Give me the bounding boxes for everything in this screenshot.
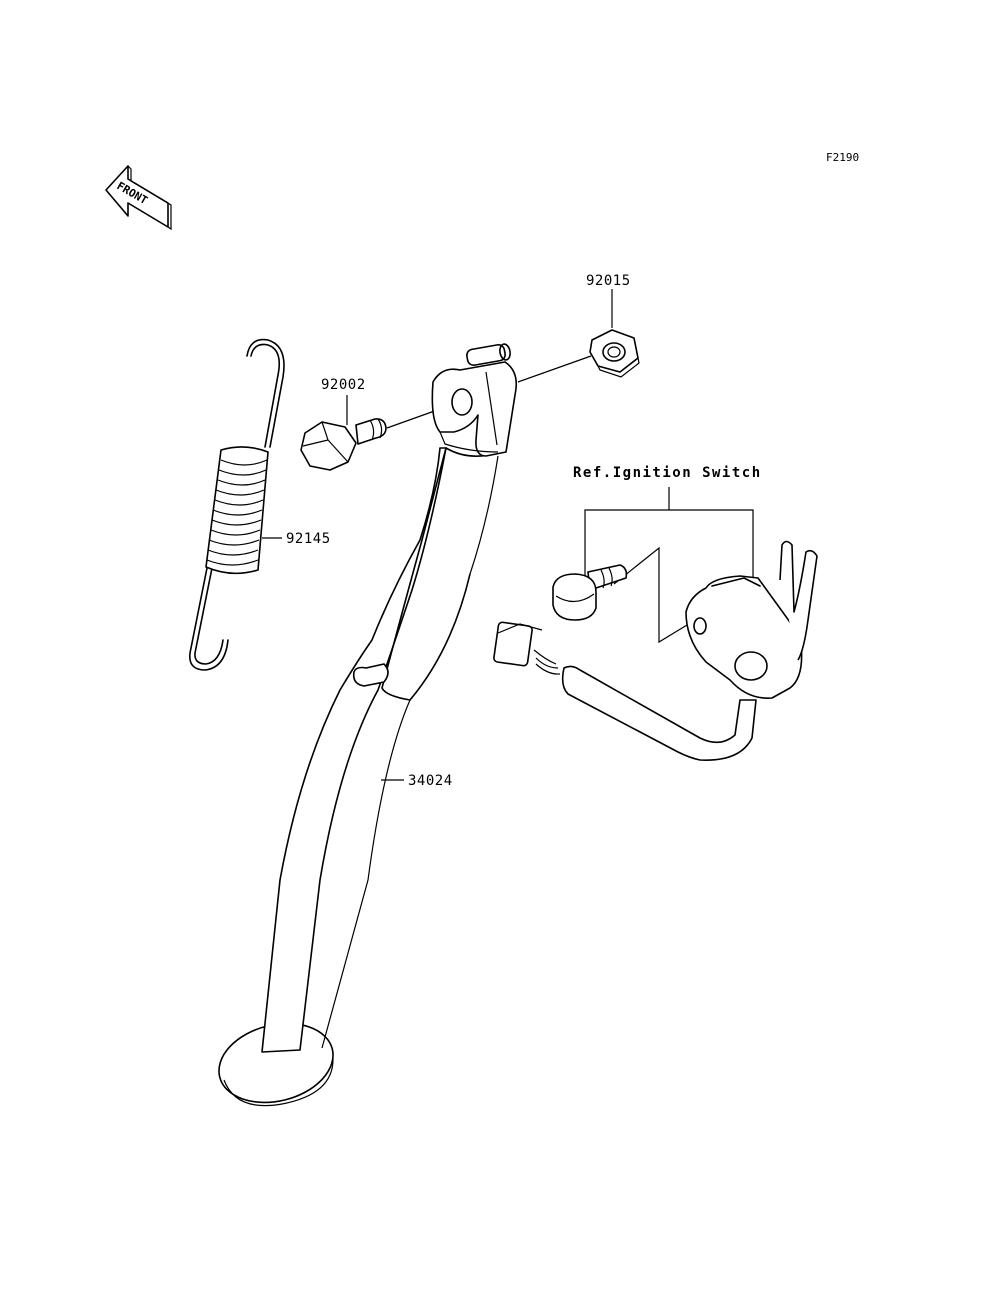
part-label-92015: 92015 — [586, 273, 631, 289]
spring-92145 — [188, 338, 285, 671]
switch-harness — [493, 621, 757, 761]
side-stand-34024 — [218, 343, 518, 1107]
part-label-92145: 92145 — [286, 531, 331, 547]
part-label-34024: 34024 — [408, 773, 453, 789]
mounting-bolt — [552, 564, 628, 621]
figure-code: F2190 — [826, 151, 859, 164]
bolt-92002 — [300, 418, 387, 471]
side-stand-switch — [685, 540, 818, 699]
spring-coils — [205, 446, 269, 575]
nut-92015 — [589, 329, 640, 378]
front-arrow-icon: FRONT — [105, 165, 172, 231]
part-label-92002: 92002 — [321, 377, 366, 393]
reference-label: Ref.Ignition Switch — [573, 465, 762, 481]
